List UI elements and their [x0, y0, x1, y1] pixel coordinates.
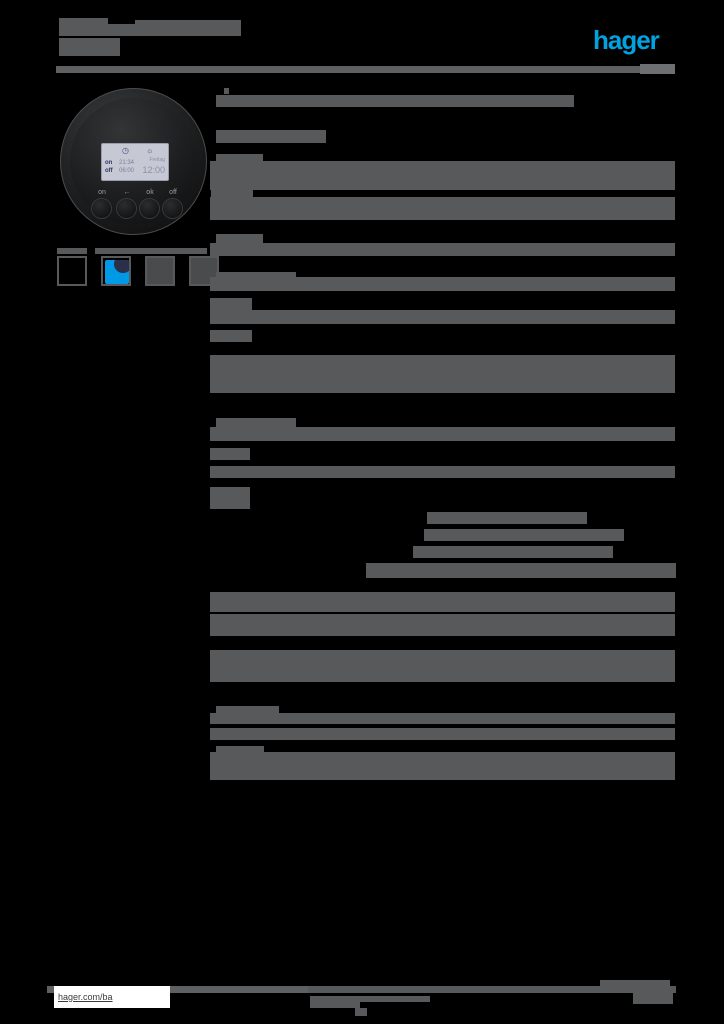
button-label-back: ←: [123, 189, 131, 196]
lcd-on-time: 21:34: [119, 160, 135, 166]
clock-icon: ◷: [122, 146, 129, 155]
footer-center-redaction-3: [360, 996, 430, 1002]
sec7-row2: [210, 728, 675, 740]
sec7-head: [216, 706, 279, 716]
sec1-line2: [210, 197, 675, 220]
sec7-row1: [210, 713, 675, 724]
sec3-block: [210, 355, 675, 393]
footer-url-box: [54, 986, 170, 1008]
main-title: [216, 95, 574, 107]
product-photo: ◷ ☼ on off 21:34 06:00 Freitag 12:00 on …: [60, 88, 207, 235]
sec5-ind3: [413, 546, 613, 558]
button-label-off: off: [169, 189, 177, 196]
sec3-row2: [210, 298, 252, 310]
hager-logo: hager: [593, 25, 660, 55]
main-title-top: [224, 88, 229, 94]
icon-strip: [57, 248, 219, 288]
dial-button-off[interactable]: [163, 199, 182, 218]
dial-button-ok[interactable]: [140, 199, 159, 218]
lcd-time: 12:00: [142, 165, 165, 175]
sec1-body: [210, 161, 675, 190]
lcd-off-label: off: [105, 168, 113, 174]
icon-box-2: [101, 256, 131, 286]
sec3-head: [216, 272, 296, 281]
sec4-row2: [210, 448, 250, 460]
sec3-row4: [210, 330, 252, 342]
sec4-row3: [210, 466, 675, 478]
icon-box-1: [57, 256, 87, 286]
dial-button-back[interactable]: [117, 199, 136, 218]
sec5-ind4: [366, 563, 676, 578]
lcd-on-label: on: [105, 160, 113, 166]
footer-center-redaction-1: [308, 986, 676, 993]
dial-button-on[interactable]: [92, 199, 111, 218]
button-label-on: on: [98, 189, 106, 196]
header-title-block: [59, 18, 108, 27]
header-rule-right-cap: [640, 64, 675, 74]
timer-dial-body: ◷ ☼ on off 21:34 06:00 Freitag 12:00 on …: [60, 88, 207, 235]
sec5-ind1: [427, 512, 587, 524]
lcd-off-time: 06:00: [119, 168, 135, 174]
page-header: hager: [0, 0, 724, 80]
sec1-bullet: [211, 190, 253, 197]
sec3-row1: [210, 277, 675, 291]
sec6-row2: [210, 614, 675, 636]
timer-dial-face: ◷ ☼ on off 21:34 06:00 Freitag 12:00 on …: [70, 98, 197, 225]
sec5-ind2: [424, 529, 624, 541]
sec3-row3: [210, 310, 675, 324]
sec4-row4: [210, 487, 250, 509]
blue-device-icon-cutout: [114, 260, 129, 273]
footer-page-number-redaction-1: [600, 980, 670, 990]
page-footer: [0, 968, 724, 1024]
sec2-bullet1: [210, 249, 216, 256]
footer-center-redaction-4: [355, 1008, 367, 1016]
lcd-day: Freitag: [149, 157, 165, 163]
sec4-row1: [210, 427, 675, 441]
header-kicker: [135, 20, 241, 28]
icon-strip-cap-2: [95, 248, 207, 254]
sec6-row1: [210, 592, 675, 612]
sec8-head: [216, 746, 264, 755]
header-sub-block: [59, 38, 120, 56]
sec8-body: [210, 752, 675, 780]
icon-strip-cap-1: [57, 248, 87, 254]
sec4-head: [216, 418, 296, 428]
section-subtitle: [216, 130, 326, 143]
sec6-row3: [210, 650, 675, 682]
sun-icon: ☼: [146, 146, 154, 155]
header-rule: [56, 66, 672, 73]
footer-center-redaction-2: [310, 996, 360, 1008]
lcd-display: ◷ ☼ on off 21:34 06:00 Freitag 12:00: [101, 143, 169, 181]
button-label-ok: ok: [146, 189, 154, 196]
sec1-head: [216, 154, 263, 163]
blue-device-icon: [105, 260, 129, 284]
sec2-row1: [210, 243, 675, 256]
sec2-head: [216, 234, 263, 243]
footer-url-link[interactable]: hager.com/ba: [58, 992, 113, 1002]
footer-page-number-redaction-2: [633, 990, 673, 1004]
icon-box-3: [145, 256, 175, 286]
